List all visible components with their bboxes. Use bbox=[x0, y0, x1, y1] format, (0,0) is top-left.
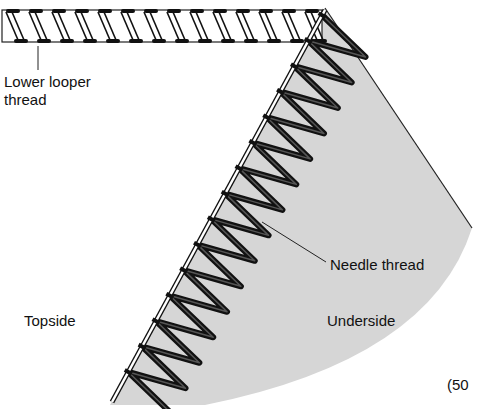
thread-knot bbox=[54, 9, 64, 13]
thread-label: Lower looper thread bbox=[4, 73, 114, 109]
thread-knot bbox=[169, 9, 179, 13]
thread-knot bbox=[284, 9, 294, 13]
lower-looper-threads bbox=[6, 11, 325, 41]
thread-knot bbox=[269, 39, 279, 43]
looper-thread bbox=[213, 12, 225, 40]
thread-knot bbox=[292, 39, 302, 43]
looper-thread bbox=[190, 12, 202, 40]
stitch-knot bbox=[139, 345, 146, 349]
leader-line bbox=[262, 222, 326, 262]
thread-knot bbox=[215, 9, 225, 13]
looper-thread bbox=[52, 12, 64, 40]
thread-knot bbox=[261, 9, 271, 13]
looper-thread bbox=[236, 12, 248, 40]
thread-knot bbox=[123, 9, 133, 13]
stitch-knot bbox=[263, 115, 270, 119]
thread-knot bbox=[85, 39, 95, 43]
seam-edge-inner bbox=[112, 10, 325, 402]
thread-knot bbox=[16, 39, 26, 43]
looper-thread bbox=[6, 12, 18, 40]
looper-thread bbox=[58, 12, 70, 40]
looper-thread bbox=[282, 12, 294, 40]
stitch-knot bbox=[208, 217, 215, 221]
thread-knot bbox=[108, 39, 118, 43]
stitch-knot bbox=[152, 319, 159, 323]
stitch-knot bbox=[249, 141, 256, 145]
thread-knot bbox=[200, 39, 210, 43]
thread-label: Topside bbox=[24, 312, 124, 330]
looper-thread bbox=[12, 12, 24, 40]
looper-thread bbox=[150, 12, 162, 40]
thread-knot bbox=[62, 39, 72, 43]
thread-label: Needle thread bbox=[330, 256, 470, 274]
looper-thread bbox=[81, 12, 93, 40]
thread-knot bbox=[8, 9, 18, 13]
looper-thread bbox=[219, 12, 231, 40]
leader-line bbox=[38, 46, 39, 70]
looper-thread bbox=[288, 12, 300, 40]
thread-knot bbox=[192, 9, 202, 13]
fabric-underside bbox=[110, 8, 472, 405]
looper-thread bbox=[75, 12, 87, 40]
stitch-knot bbox=[180, 268, 187, 272]
figure-number: (50 bbox=[447, 376, 484, 394]
thread-knot bbox=[223, 39, 233, 43]
stitch-line bbox=[112, 10, 326, 402]
thread-knot bbox=[238, 9, 248, 13]
thread-label: Underside bbox=[327, 312, 447, 330]
looper-thread bbox=[196, 12, 208, 40]
looper-thread bbox=[121, 12, 133, 40]
looper-thread bbox=[167, 12, 179, 40]
needle-thread-loops bbox=[128, 15, 365, 409]
looper-thread bbox=[173, 12, 185, 40]
thread-knot bbox=[39, 39, 49, 43]
thread-knot bbox=[146, 9, 156, 13]
looper-thread bbox=[98, 12, 110, 40]
stitch-knot bbox=[222, 192, 229, 196]
thread-knot bbox=[154, 39, 164, 43]
needle-thread-highlight bbox=[128, 15, 365, 409]
looper-thread bbox=[144, 12, 156, 40]
stitch-knot bbox=[194, 243, 201, 247]
thread-knot bbox=[307, 9, 317, 13]
thread-knot bbox=[131, 39, 141, 43]
stitch-knot bbox=[319, 13, 326, 17]
stitch-knot bbox=[236, 166, 243, 170]
thread-knot bbox=[100, 9, 110, 13]
stitch-knot bbox=[277, 90, 284, 94]
seam-edge bbox=[112, 10, 325, 402]
needle-thread bbox=[128, 15, 365, 409]
looper-thread bbox=[104, 12, 116, 40]
stitch-knot bbox=[291, 64, 298, 68]
thread-knot bbox=[31, 9, 41, 13]
looper-thread bbox=[127, 12, 139, 40]
stitch-knot bbox=[305, 39, 312, 43]
looper-thread bbox=[242, 12, 254, 40]
looper-thread bbox=[259, 12, 271, 40]
stitch-knot bbox=[125, 370, 132, 374]
looper-thread bbox=[35, 12, 47, 40]
thread-knot bbox=[77, 9, 87, 13]
looper-thread bbox=[29, 12, 41, 40]
thread-knot bbox=[177, 39, 187, 43]
fabric-strip bbox=[2, 10, 322, 42]
stitch-knot bbox=[166, 294, 173, 298]
looper-thread bbox=[265, 12, 277, 40]
thread-knot bbox=[246, 39, 256, 43]
